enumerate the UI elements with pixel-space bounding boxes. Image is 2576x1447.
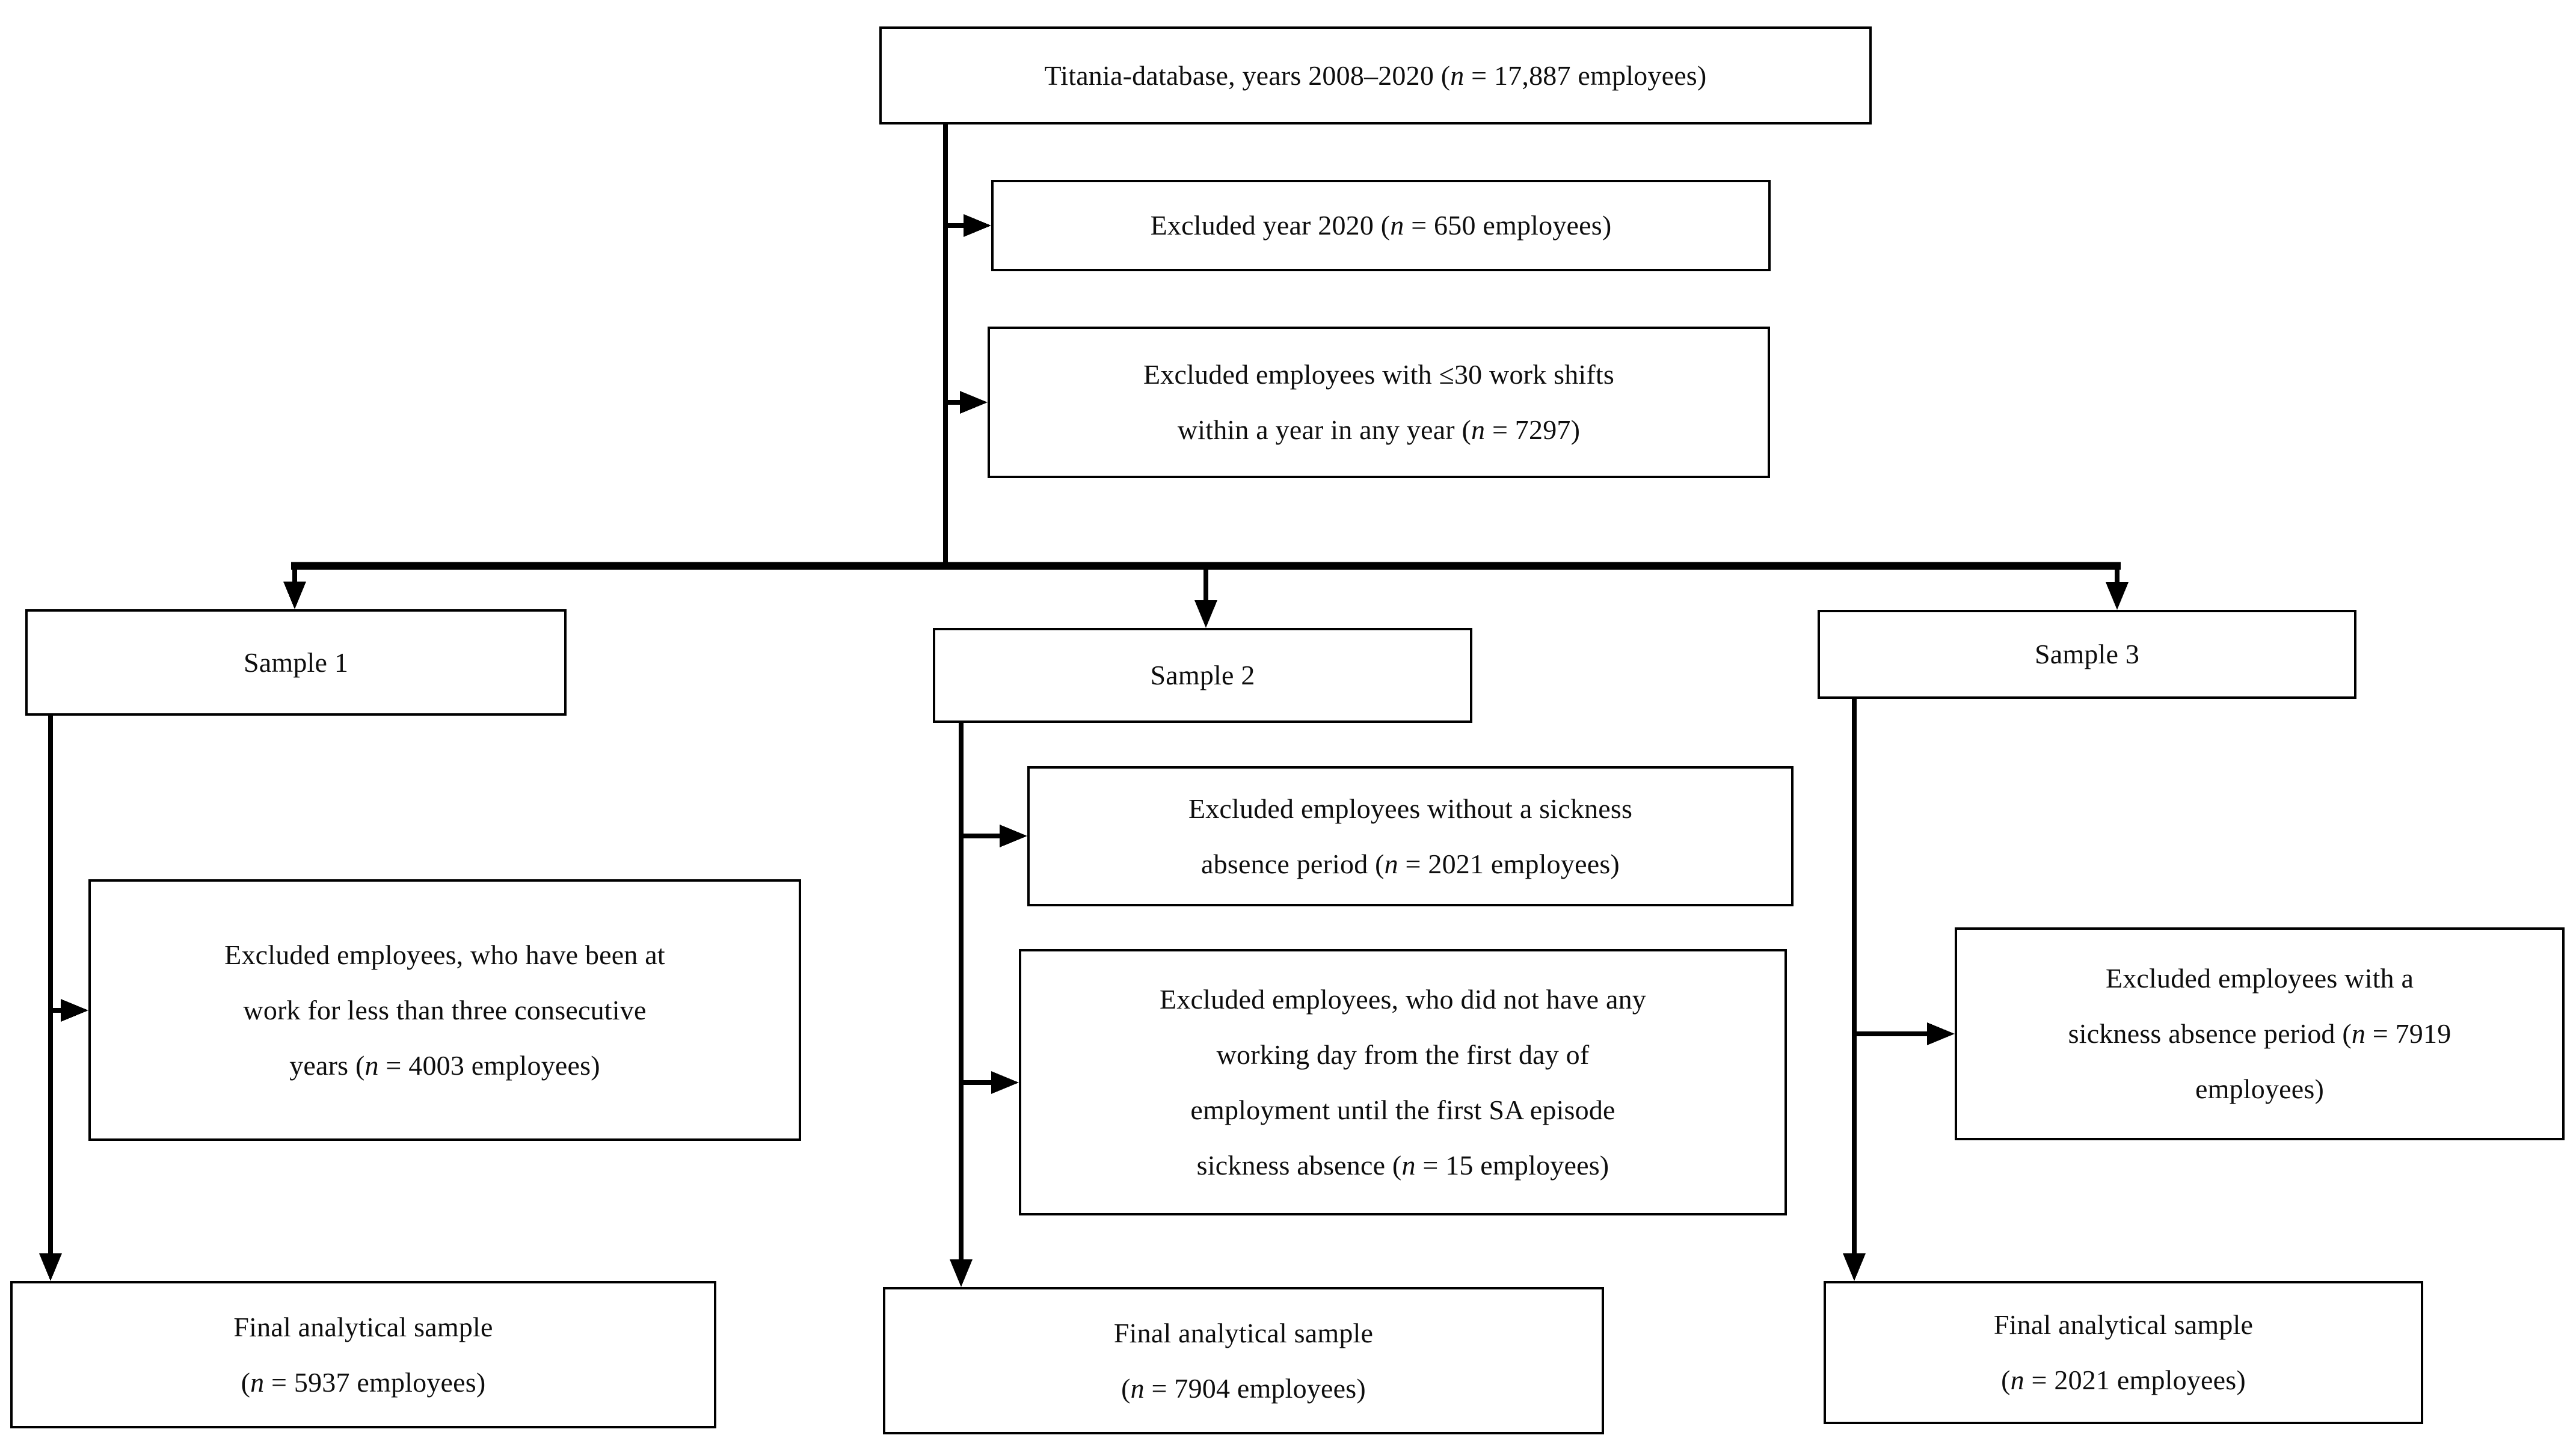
box-final-sample1: Final analytical sample (n = 5937 employ… xyxy=(10,1281,716,1428)
arrowhead-down-icon xyxy=(2106,582,2129,610)
arrow-sample3-exclusion xyxy=(1854,1022,1955,1045)
arrow-into-final-sample2 xyxy=(950,1259,973,1287)
arrow-into-sample3 xyxy=(2106,566,2129,610)
box-sample2-exclusion-b: Excluded employees, who did not have any… xyxy=(1019,949,1787,1215)
box-sample3-exclusion: Excluded employees with a sickness absen… xyxy=(1955,927,2565,1140)
arrowhead-right-icon xyxy=(61,999,88,1022)
box-final-sample2-text: Final analytical sample (n = 7904 employ… xyxy=(1113,1317,1374,1404)
arrow-into-sample2 xyxy=(1194,566,1217,628)
box-titania-source-text: Titania-database, years 2008–2020 (n = 1… xyxy=(1044,60,1707,91)
box-sample2-label: Sample 2 xyxy=(1150,660,1255,690)
arrowhead-right-icon xyxy=(1000,825,1027,847)
arrowhead-down-icon xyxy=(39,1253,62,1281)
box-sample2-exclusion-b-text: Excluded employees, who did not have any… xyxy=(1160,983,1646,1181)
box-final-sample3-text: Final analytical sample (n = 2021 employ… xyxy=(1993,1309,2254,1395)
box-sample2-exclusion-a-text: Excluded employees without a sickness ab… xyxy=(1188,793,1633,879)
box-sample1-exclusion-text: Excluded employees, who have been at wor… xyxy=(224,939,665,1081)
arrowhead-right-icon xyxy=(960,391,988,414)
box-final-sample2: Final analytical sample (n = 7904 employ… xyxy=(883,1287,1604,1434)
box-excluded-year-2020-text: Excluded year 2020 (n = 650 employees) xyxy=(1150,210,1612,241)
box-sample1: Sample 1 xyxy=(25,609,567,716)
box-sample2-exclusion-a: Excluded employees without a sickness ab… xyxy=(1027,766,1794,906)
arrow-sample2-exclusion-b xyxy=(961,1071,1019,1094)
arrow-sample1-exclusion xyxy=(51,999,88,1022)
arrowhead-down-icon xyxy=(1194,600,1217,628)
box-sample3-exclusion-text: Excluded employees with a sickness absen… xyxy=(2068,963,2452,1104)
arrowhead-right-icon xyxy=(991,1071,1019,1094)
box-excluded-year-2020: Excluded year 2020 (n = 650 employees) xyxy=(991,180,1771,271)
box-sample3-label: Sample 3 xyxy=(2034,639,2140,669)
arrowhead-right-icon xyxy=(1927,1022,1955,1045)
arrowhead-down-icon xyxy=(1843,1253,1866,1281)
arrow-excluded-2020 xyxy=(945,214,991,237)
box-final-sample1-text: Final analytical sample (n = 5937 employ… xyxy=(233,1311,493,1398)
arrow-into-final-sample3 xyxy=(1843,1253,1866,1281)
arrow-into-sample1 xyxy=(283,566,306,609)
box-excluded-work-shifts: Excluded employees with ≤30 work shifts … xyxy=(988,327,1770,478)
box-sample1-label: Sample 1 xyxy=(243,647,349,678)
box-final-sample3: Final analytical sample (n = 2021 employ… xyxy=(1824,1281,2423,1424)
arrow-sample2-exclusion-a xyxy=(961,825,1027,847)
arrowhead-right-icon xyxy=(964,214,991,237)
box-sample3: Sample 3 xyxy=(1818,610,2356,699)
box-titania-source: Titania-database, years 2008–2020 (n = 1… xyxy=(879,26,1872,124)
arrowhead-down-icon xyxy=(283,582,306,609)
box-sample1-exclusion: Excluded employees, who have been at wor… xyxy=(88,879,801,1141)
box-excluded-work-shifts-text: Excluded employees with ≤30 work shifts … xyxy=(1143,359,1614,445)
arrow-into-final-sample1 xyxy=(39,1253,62,1281)
arrow-excluded-shifts xyxy=(945,391,988,414)
arrowhead-down-icon xyxy=(950,1259,973,1287)
box-sample2: Sample 2 xyxy=(933,628,1472,723)
